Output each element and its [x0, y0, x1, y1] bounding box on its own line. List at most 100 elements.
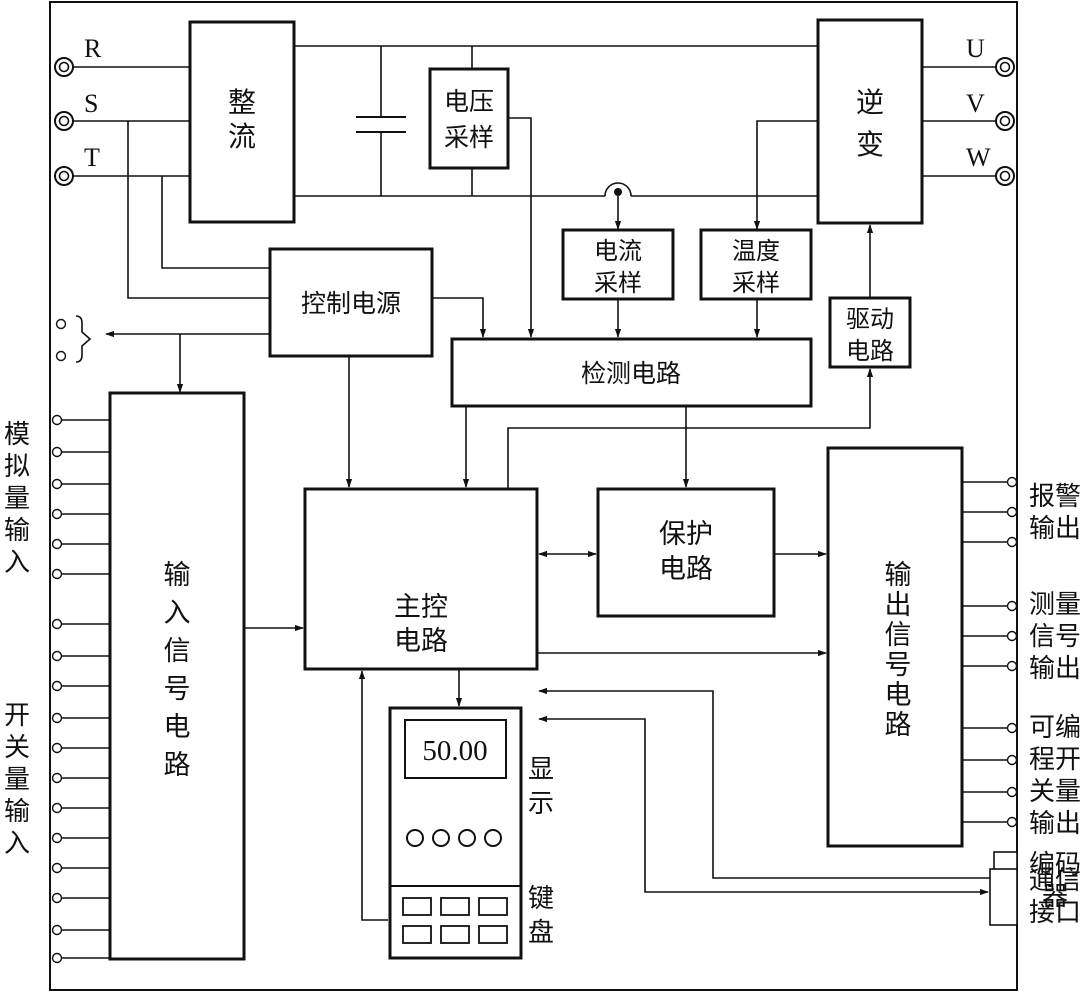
svg-text:路: 路 — [885, 710, 912, 741]
svg-text:信号: 信号 — [1029, 622, 1081, 652]
input-pin[interactable] — [51, 772, 63, 784]
output-pin[interactable] — [1006, 600, 1018, 612]
display-button[interactable] — [432, 829, 450, 847]
output-pin[interactable] — [1006, 536, 1018, 548]
svg-text:量: 量 — [4, 484, 30, 514]
input-pin[interactable] — [51, 618, 63, 630]
protection-circuit-block — [596, 487, 776, 618]
svg-text:电: 电 — [885, 680, 912, 711]
svg-text:采样: 采样 — [594, 269, 642, 297]
inverter-block — [816, 18, 924, 225]
svg-text:示: 示 — [528, 789, 554, 819]
input-pin[interactable] — [51, 650, 63, 662]
output-pin[interactable] — [1006, 506, 1018, 518]
input-pin[interactable] — [51, 892, 63, 904]
svg-text:报警: 报警 — [1029, 482, 1081, 512]
display-button[interactable] — [484, 829, 502, 847]
output-pin[interactable] — [1006, 660, 1018, 672]
svg-text:显: 显 — [528, 755, 554, 785]
input-pin[interactable] — [51, 802, 63, 814]
output-signal-circuit-label: 输 出 信 号 电 路 — [885, 560, 912, 741]
current-sampling-block — [561, 228, 675, 301]
svg-text:输: 输 — [4, 797, 30, 827]
output-pin[interactable] — [1006, 786, 1018, 798]
main-control-label: 主控 — [394, 592, 448, 623]
input-pin[interactable] — [51, 924, 63, 936]
input-pin[interactable] — [51, 414, 63, 426]
analog-input-label: 模 拟 量 输 入 — [4, 420, 30, 578]
alarm-output-label: 报警 输出 — [1029, 482, 1081, 544]
svg-text:变: 变 — [856, 128, 884, 161]
svg-text:量: 量 — [4, 765, 30, 795]
input-pin[interactable] — [51, 712, 63, 724]
input-pin[interactable] — [51, 478, 63, 490]
display-button[interactable] — [458, 829, 476, 847]
svg-text:编码: 编码 — [1029, 850, 1081, 880]
keypad-key[interactable] — [402, 925, 432, 944]
svg-text:采样: 采样 — [444, 123, 494, 152]
input-pin[interactable] — [51, 742, 63, 754]
input-pin[interactable] — [51, 680, 63, 692]
input-pin[interactable] — [51, 832, 63, 844]
detection-circuit-label: 检测电路 — [581, 359, 681, 388]
keypad-key[interactable] — [440, 897, 470, 916]
input-pin[interactable] — [51, 952, 63, 964]
current-sensor-node — [614, 188, 622, 196]
display-button[interactable] — [406, 829, 424, 847]
detection-circuit-block — [450, 337, 813, 408]
output-pins — [962, 476, 1018, 828]
terminal-label-w: W — [966, 143, 991, 172]
svg-text:输: 输 — [4, 516, 30, 546]
switch-input-label: 开 关 量 输 入 — [4, 701, 30, 859]
input-pin[interactable] — [51, 862, 63, 874]
svg-text:输出: 输出 — [1029, 654, 1081, 684]
input-pin[interactable] — [51, 508, 63, 520]
svg-text:盘: 盘 — [528, 918, 554, 948]
display-buttons — [406, 829, 502, 847]
svg-text:可编: 可编 — [1029, 713, 1081, 743]
svg-text:信: 信 — [164, 636, 191, 667]
capacitor-symbol — [356, 46, 406, 196]
keypad-key[interactable] — [402, 897, 432, 916]
svg-text:器: 器 — [1042, 882, 1068, 912]
svg-text:关量: 关量 — [1029, 777, 1081, 807]
svg-text:出: 出 — [885, 590, 912, 621]
main-control-block — [303, 487, 539, 671]
control-power-label: 控制电源 — [301, 289, 401, 318]
output-pin[interactable] — [1006, 630, 1018, 642]
output-pin[interactable] — [1006, 476, 1018, 488]
comm-interface-label: 通信 接口 — [1029, 866, 1081, 928]
display-label: 显 示 — [528, 755, 554, 819]
svg-text:号: 号 — [885, 650, 912, 681]
svg-text:输: 输 — [164, 560, 191, 591]
keypad-key[interactable] — [478, 925, 508, 944]
svg-text:程开: 程开 — [1029, 745, 1081, 775]
input-pin[interactable] — [51, 538, 63, 550]
current-sampling-label: 电流 — [594, 237, 642, 265]
output-pin[interactable] — [1006, 754, 1018, 766]
svg-text:路: 路 — [164, 750, 191, 781]
svg-text:模: 模 — [4, 420, 30, 450]
voltage-sampling-block — [428, 67, 510, 170]
input-pin[interactable] — [51, 446, 63, 458]
svg-text:电: 电 — [164, 712, 191, 743]
output-pin[interactable] — [1006, 816, 1018, 828]
keypad-key[interactable] — [478, 897, 508, 916]
output-terminals: U V W — [966, 34, 1015, 186]
svg-text:信: 信 — [885, 620, 912, 651]
measurement-output-label: 测量 信号 输出 — [1029, 590, 1081, 684]
svg-text:测量: 测量 — [1029, 590, 1081, 620]
keypad-key[interactable] — [440, 925, 470, 944]
terminal-label-u: U — [966, 34, 985, 63]
input-pin[interactable] — [51, 568, 63, 580]
terminal-label-r: R — [84, 34, 102, 63]
display-screen — [404, 719, 507, 779]
output-pin[interactable] — [1006, 722, 1018, 734]
auxiliary-power-output — [55, 315, 92, 363]
keyboard-label: 键 盘 — [528, 884, 554, 948]
drive-circuit-label: 驱动 — [846, 305, 894, 333]
terminal-label-s: S — [84, 89, 98, 118]
svg-text:电路: 电路 — [846, 337, 894, 365]
svg-text:电路: 电路 — [659, 554, 713, 585]
